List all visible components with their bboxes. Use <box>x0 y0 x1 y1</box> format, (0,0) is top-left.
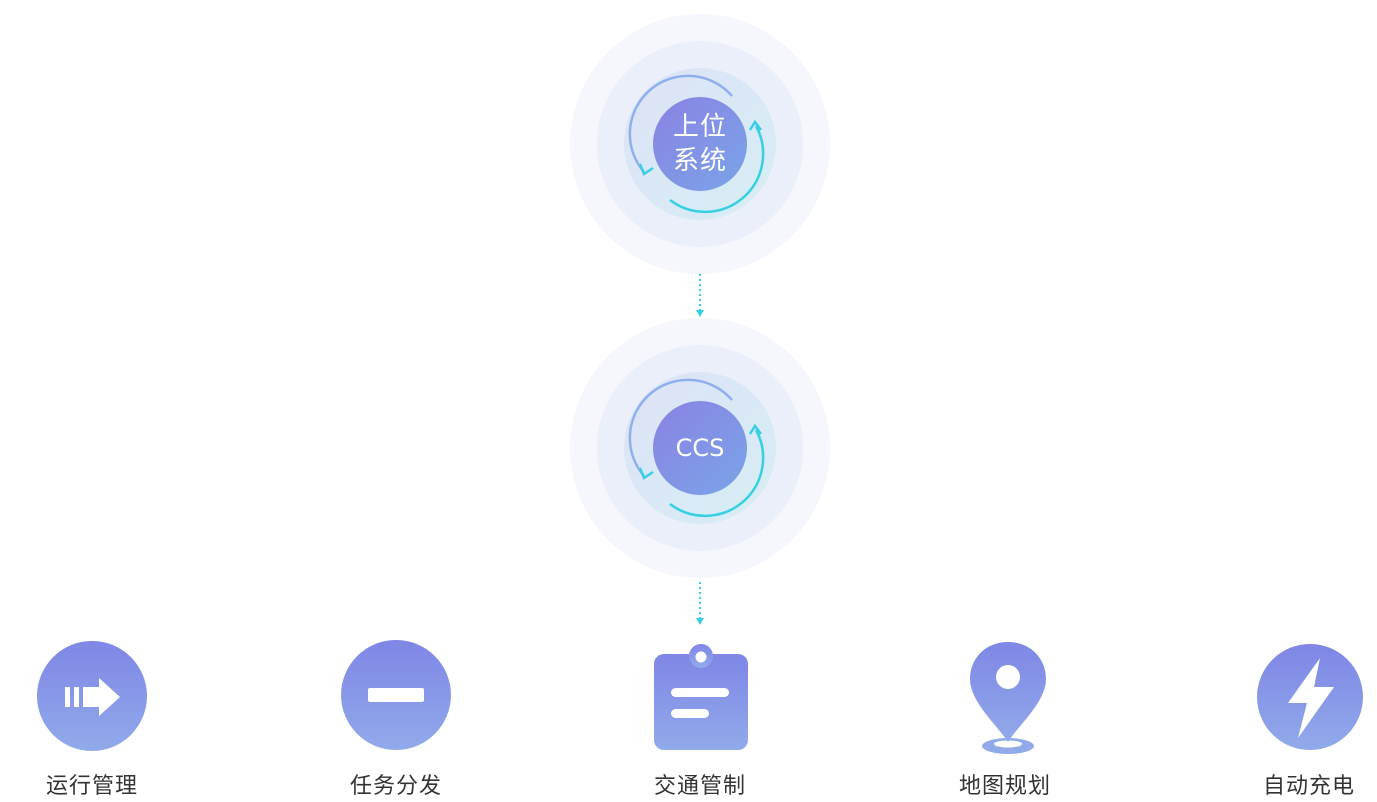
module-traffic-control: 交通管制 <box>605 640 795 802</box>
module-label: 地图规划 <box>958 774 1051 799</box>
node-halo-icon <box>570 318 830 578</box>
module-task-dispatch: 任务分发 <box>301 640 491 802</box>
module-label: 自动充电 <box>1262 774 1355 799</box>
ccs-node: CCS <box>570 318 830 578</box>
module-operation-management: 运行管理 <box>0 640 187 802</box>
map-pin-icon <box>970 642 1046 754</box>
lightning-icon <box>1257 644 1363 750</box>
upper-system-node: 上位 系统 <box>570 14 830 274</box>
node-halo-icon <box>570 14 830 274</box>
clipboard-icon <box>654 644 748 750</box>
module-map-planning: 地图规划 <box>910 640 1100 802</box>
forward-arrow-icon <box>37 641 147 751</box>
module-label: 任务分发 <box>349 774 442 799</box>
dotted-arrow-down-icon <box>696 274 704 317</box>
minus-icon <box>341 640 451 750</box>
dotted-arrow-down-icon <box>696 582 704 625</box>
module-auto-charging: 自动充电 <box>1214 640 1377 802</box>
module-label: 运行管理 <box>45 774 138 799</box>
module-label: 交通管制 <box>653 774 746 799</box>
